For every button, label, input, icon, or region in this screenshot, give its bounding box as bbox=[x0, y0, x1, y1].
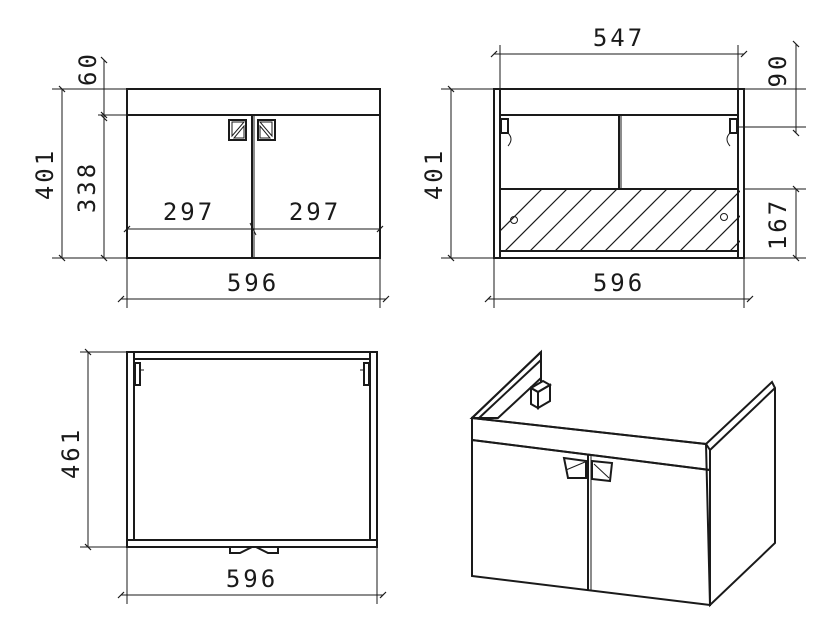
iso-left-handle-icon bbox=[562, 456, 587, 479]
back-view: 547 90 401 167 596 bbox=[420, 24, 806, 308]
front-dim-top-thickness: 60 bbox=[74, 51, 127, 122]
back-dim-top-rail-label: 90 bbox=[764, 53, 792, 88]
back-left-screw-icon bbox=[510, 216, 518, 224]
front-dim-door-widths: 297 297 bbox=[123, 198, 384, 236]
front-right-handle-icon bbox=[257, 119, 276, 141]
back-right-hanger-icon bbox=[726, 118, 738, 147]
front-view: 60 401 338 297 297 596 bbox=[31, 51, 390, 308]
front-dim-total-width: 596 bbox=[117, 258, 390, 308]
top-view: 461 596 bbox=[57, 348, 387, 604]
front-left-handle-icon bbox=[228, 119, 247, 141]
top-dim-depth-label: 461 bbox=[57, 427, 85, 479]
back-right-screw-icon bbox=[720, 213, 728, 221]
back-dim-top-rail: 90 bbox=[737, 40, 806, 137]
iso-front-face bbox=[471, 438, 711, 607]
back-dim-bottom-panel-label: 167 bbox=[764, 198, 792, 250]
top-left-hanger-icon bbox=[134, 362, 144, 386]
top-dim-total-width-label: 596 bbox=[226, 565, 278, 593]
top-dim-depth: 461 bbox=[57, 348, 127, 551]
top-cabinet-outline bbox=[126, 351, 378, 548]
isometric-view bbox=[469, 349, 776, 608]
iso-right-handle-icon bbox=[591, 459, 614, 483]
top-right-hanger-icon bbox=[360, 362, 370, 386]
back-dim-total-height-label: 401 bbox=[420, 148, 448, 200]
back-hatched-panel bbox=[500, 189, 740, 251]
front-dim-right-door-width-label: 297 bbox=[289, 198, 341, 226]
back-left-hanger-icon bbox=[500, 118, 512, 147]
top-handles-icon bbox=[229, 546, 279, 554]
back-dim-inner-width-label: 547 bbox=[593, 24, 645, 52]
back-dim-total-width-label: 596 bbox=[593, 269, 645, 297]
front-dim-door-height-label: 338 bbox=[73, 161, 101, 213]
front-dim-total-height-label: 401 bbox=[31, 148, 59, 200]
front-dim-total-height: 401 bbox=[31, 85, 127, 262]
back-dim-total-height: 401 bbox=[420, 85, 494, 262]
front-dim-top-thickness-label: 60 bbox=[74, 51, 102, 86]
back-dim-bottom-panel: 167 bbox=[744, 185, 806, 262]
iso-right-side-panel bbox=[704, 380, 776, 608]
back-cabinet-outline bbox=[493, 88, 745, 259]
top-dim-total-width: 596 bbox=[117, 547, 387, 604]
back-dim-total-width: 596 bbox=[484, 258, 754, 308]
front-dim-total-width-label: 596 bbox=[227, 269, 279, 297]
iso-hanger-icon bbox=[529, 379, 552, 410]
back-dim-inner-width: 547 bbox=[490, 24, 748, 89]
front-dim-left-door-width-label: 297 bbox=[163, 198, 215, 226]
front-dim-door-height: 338 bbox=[73, 111, 127, 262]
